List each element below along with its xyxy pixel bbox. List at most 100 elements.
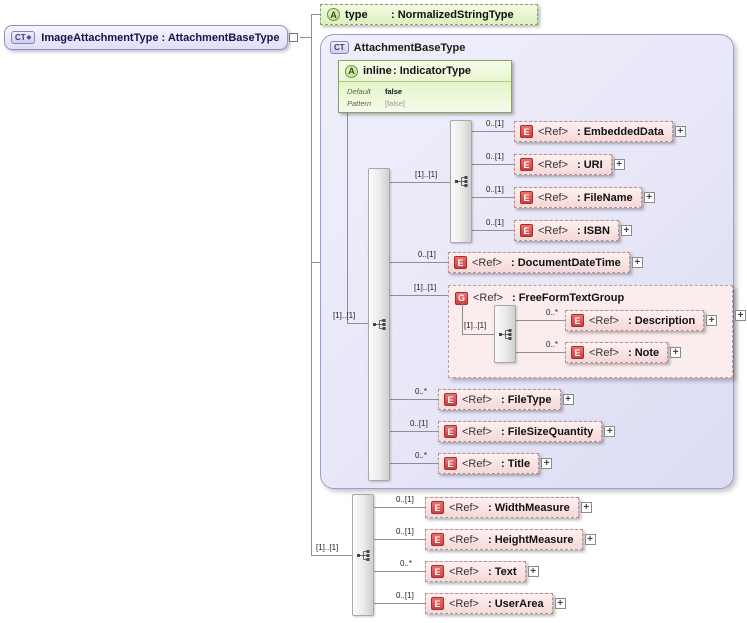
connector-line xyxy=(462,303,463,334)
complex-type-badge: CT xyxy=(330,41,349,54)
expand-button[interactable]: + xyxy=(620,225,632,236)
expand-button[interactable]: + xyxy=(527,566,539,577)
element-badge: E xyxy=(444,393,457,406)
element-row-title: E <Ref> : Title + xyxy=(438,453,553,474)
base-type-title: AttachmentBaseType xyxy=(353,41,466,54)
element-badge: E xyxy=(520,191,533,204)
expand-button[interactable]: + xyxy=(643,192,655,203)
cardinality-label: 0..[1] xyxy=(396,527,414,536)
element-badge: E xyxy=(444,457,457,470)
element-row-userarea: E <Ref> : UserArea + xyxy=(425,593,566,614)
element-name: : FileType xyxy=(500,393,552,406)
element-name: : URI xyxy=(576,158,603,171)
expand-button[interactable]: + xyxy=(613,159,625,170)
ref-label: <Ref> xyxy=(449,533,479,546)
element-widthmeasure[interactable]: E <Ref> : WidthMeasure xyxy=(425,497,579,518)
ref-label: <Ref> xyxy=(462,457,492,470)
group-name: : FreeFormTextGroup xyxy=(511,292,625,304)
collapse-handle-icon[interactable] xyxy=(289,33,299,42)
group-freeformtextgroup[interactable]: G <Ref> : FreeFormTextGroup xyxy=(448,285,733,378)
element-badge: E xyxy=(520,158,533,171)
ref-label: <Ref> xyxy=(473,292,503,304)
element-filetype[interactable]: E <Ref> : FileType xyxy=(438,389,561,410)
ref-label: <Ref> xyxy=(462,393,492,406)
diamond-icon: ◆ xyxy=(26,34,32,41)
element-badge: E xyxy=(431,597,444,610)
attribute-type[interactable]: A type : NormalizedStringType xyxy=(320,4,538,25)
ref-label: <Ref> xyxy=(589,346,619,359)
element-row-widthmeasure: E <Ref> : WidthMeasure + xyxy=(425,497,592,518)
attribute-facets: Default false Pattern [false] xyxy=(339,82,511,112)
element-title[interactable]: E <Ref> : Title xyxy=(438,453,540,474)
expand-button[interactable]: + xyxy=(604,426,616,437)
element-text[interactable]: E <Ref> : Text xyxy=(425,561,526,582)
sequence-compositor[interactable] xyxy=(352,494,374,616)
cardinality-label: 0..[1] xyxy=(486,185,504,194)
expand-button[interactable]: + xyxy=(554,598,566,609)
expand-button[interactable]: + xyxy=(706,315,718,326)
complex-type-imageattachmenttype[interactable]: CT◆ ImageAttachmentType : AttachmentBase… xyxy=(4,25,289,50)
connector-line xyxy=(516,320,565,321)
element-isbn[interactable]: E <Ref> : ISBN xyxy=(514,220,619,241)
connector-line xyxy=(390,295,448,296)
cardinality-label: 0..* xyxy=(415,387,428,396)
cardinality-label: 0..* xyxy=(400,559,413,568)
element-embeddeddata[interactable]: E <Ref> : EmbeddedData xyxy=(514,121,673,142)
expand-button[interactable]: + xyxy=(580,502,592,513)
attribute-inline[interactable]: A inline : IndicatorType Default false P… xyxy=(338,60,512,113)
cardinality-label: 0..[1] xyxy=(410,419,428,428)
element-row-filesizequantity: E <Ref> : FileSizeQuantity + xyxy=(438,421,616,442)
sequence-compositor[interactable] xyxy=(494,305,516,363)
element-uri[interactable]: E <Ref> : URI xyxy=(514,154,612,175)
connector-line xyxy=(472,230,514,231)
connector-line xyxy=(374,539,425,540)
element-badge: E xyxy=(571,314,584,327)
element-heightmeasure[interactable]: E <Ref> : HeightMeasure xyxy=(425,529,583,550)
ref-label: <Ref> xyxy=(472,256,502,269)
element-description[interactable]: E <Ref> : Description xyxy=(565,310,705,331)
ref-label: <Ref> xyxy=(538,158,568,171)
sequence-icon xyxy=(454,176,467,187)
sequence-icon xyxy=(372,319,385,330)
connector-line xyxy=(311,14,320,15)
ref-label: <Ref> xyxy=(449,501,479,514)
element-note[interactable]: E <Ref> : Note xyxy=(565,342,669,363)
element-row-description: E <Ref> : Description + xyxy=(565,310,718,331)
facet-label: Default xyxy=(347,87,371,96)
connector-line xyxy=(390,431,438,432)
element-badge: E xyxy=(454,256,467,269)
expand-button[interactable]: + xyxy=(584,534,596,545)
cardinality-label: 0..[1] xyxy=(396,591,414,600)
choice-compositor[interactable] xyxy=(450,120,472,243)
element-badge: E xyxy=(431,533,444,546)
ref-label: <Ref> xyxy=(449,565,479,578)
ref-label: <Ref> xyxy=(462,425,492,438)
connector-line xyxy=(516,352,565,353)
element-name: : Note xyxy=(627,346,660,359)
expand-button[interactable]: + xyxy=(735,310,746,321)
connector-line xyxy=(347,113,348,323)
element-name: : Title xyxy=(500,457,531,470)
element-badge: E xyxy=(520,125,533,138)
element-documentdatetime[interactable]: E <Ref> : DocumentDateTime xyxy=(448,252,630,273)
expand-button[interactable]: + xyxy=(562,394,574,405)
expand-button[interactable]: + xyxy=(541,458,553,469)
cardinality-label: 0..[1] xyxy=(486,119,504,128)
element-userarea[interactable]: E <Ref> : UserArea xyxy=(425,593,553,614)
connector-line xyxy=(462,334,494,335)
expand-button[interactable]: + xyxy=(631,257,643,268)
sequence-compositor[interactable] xyxy=(368,168,390,481)
group-header: G <Ref> : FreeFormTextGroup xyxy=(449,286,732,307)
element-name: : Text xyxy=(487,565,517,578)
ref-label: <Ref> xyxy=(538,191,568,204)
element-row-heightmeasure: E <Ref> : HeightMeasure + xyxy=(425,529,596,550)
ref-label: <Ref> xyxy=(538,125,568,138)
root-type-row: CT◆ ImageAttachmentType : AttachmentBase… xyxy=(4,25,299,50)
element-name: : UserArea xyxy=(487,597,544,610)
expand-button[interactable]: + xyxy=(674,126,686,137)
element-filename[interactable]: E <Ref> : FileName xyxy=(514,187,642,208)
element-name: : WidthMeasure xyxy=(487,501,570,514)
expand-button[interactable]: + xyxy=(670,347,682,358)
element-filesizequantity[interactable]: E <Ref> : FileSizeQuantity xyxy=(438,421,603,442)
